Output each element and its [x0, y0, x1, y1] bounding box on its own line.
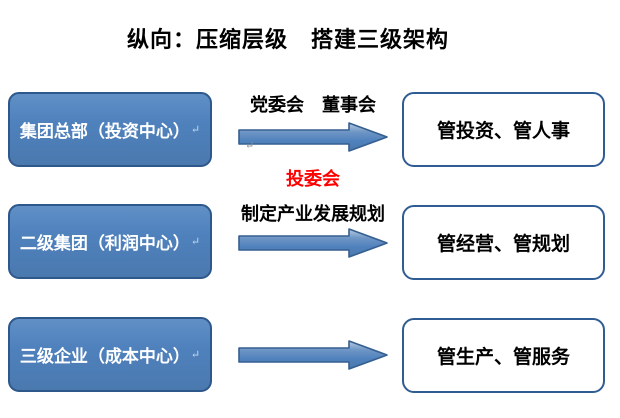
arrow-label-industry-planning: 制定产业发展规划: [241, 204, 385, 224]
level-box-label: 三级企业（成本中心）: [19, 347, 190, 366]
linebreak-mark: ↵: [190, 236, 201, 248]
level-box-third-tier: 三级企业（成本中心）↵: [8, 317, 212, 392]
level-box-label: 二级集团（利润中心）: [19, 234, 190, 253]
result-box-investment-hr: 管投资、管人事: [402, 92, 605, 167]
diagram-title: 纵向：压缩层级 搭建三级架构: [126, 27, 449, 52]
result-box-operations-planning: 管经营、管规划: [402, 205, 605, 280]
arrow-row-1: [238, 122, 388, 152]
arrow-row-3: [238, 340, 388, 370]
level-box-second-tier: 二级集团（利润中心）↵: [8, 204, 212, 279]
result-box-label: 管投资、管人事: [436, 121, 570, 142]
linebreak-mark: ↵: [190, 349, 201, 361]
result-box-production-service: 管生产、管服务: [402, 318, 605, 393]
level-box-label: 集团总部（投资中心）: [19, 122, 190, 141]
arrow-row-2: [238, 228, 388, 258]
level-box-group-hq: 集团总部（投资中心）↵: [8, 92, 212, 167]
arrow-label-party-board: 党委会 董事会: [250, 95, 376, 115]
arrow-label-investment-committee: 投委会: [286, 169, 340, 189]
linebreak-mark: ↵: [245, 140, 255, 152]
result-box-label: 管生产、管服务: [436, 347, 570, 368]
result-box-label: 管经营、管规划: [436, 234, 570, 255]
linebreak-mark: ↵: [190, 124, 201, 136]
